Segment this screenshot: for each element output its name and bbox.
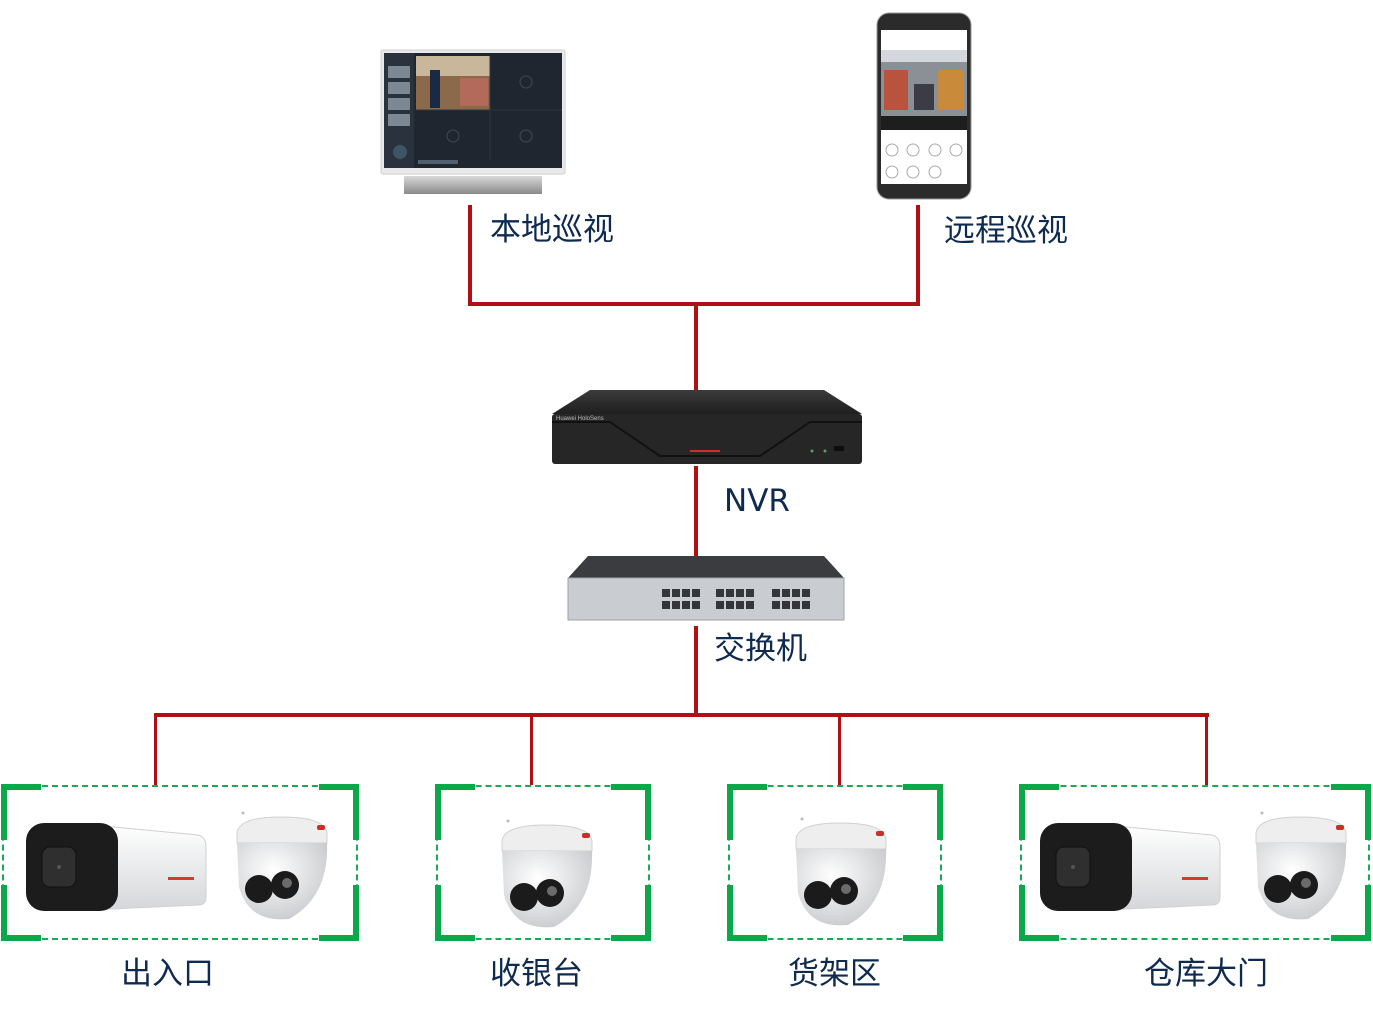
zone-label-warehouse-gate: 仓库大门	[1144, 956, 1268, 992]
wire-switch-down	[694, 626, 698, 716]
wire-bus-to-nvr	[694, 302, 698, 390]
zone-corner	[903, 885, 943, 941]
nvr-device: Huawei HoloSens	[550, 388, 864, 468]
zone-corner	[1019, 784, 1059, 840]
zone-corner	[727, 784, 767, 840]
wire-nvr-to-switch	[694, 466, 698, 558]
zone-corner	[319, 784, 359, 840]
zone-corner	[1331, 784, 1371, 840]
zone-corner	[727, 885, 767, 941]
monitor-icon	[380, 49, 566, 194]
wire-remote-view-down	[916, 205, 920, 305]
dome-camera-icon	[494, 815, 598, 933]
zone-corner	[1, 885, 41, 941]
nvr-icon: Huawei HoloSens	[552, 390, 862, 464]
zone-corner	[1019, 885, 1059, 941]
zone-corner	[1, 784, 41, 840]
dome-camera-icon	[788, 813, 892, 931]
switch-device	[566, 554, 846, 624]
wire-bottom-bus	[154, 713, 1209, 717]
bullet-camera-icon	[1036, 819, 1221, 915]
smartphone-icon	[876, 12, 972, 200]
zone-shelves	[727, 784, 943, 941]
wire-local-view-down	[468, 205, 472, 305]
wire-drop-zone-3	[1205, 713, 1208, 785]
nvr-label: NVR	[724, 483, 790, 519]
zone-corner	[1331, 885, 1371, 941]
bullet-camera-icon	[22, 819, 207, 915]
dome-camera-icon	[1248, 807, 1352, 925]
switch-label: 交换机	[714, 631, 807, 667]
zone-warehouse-gate	[1019, 784, 1371, 941]
local-view-label: 本地巡视	[490, 212, 614, 248]
wire-drop-zone-2	[838, 713, 841, 785]
zone-corner	[435, 885, 475, 941]
remote-view-label: 远程巡视	[944, 213, 1068, 249]
zone-corner	[435, 784, 475, 840]
zone-corner	[611, 784, 651, 840]
nvr-brand-text: Huawei HoloSens	[556, 416, 604, 422]
zone-label-entrance: 出入口	[121, 956, 214, 992]
zone-entrance	[1, 784, 359, 941]
zone-label-shelves: 货架区	[788, 956, 881, 992]
zone-checkout	[435, 784, 651, 941]
monitor-device	[380, 48, 566, 198]
dome-camera-icon	[229, 807, 333, 925]
wire-drop-zone-1	[530, 713, 533, 785]
wire-drop-zone-0	[154, 713, 157, 785]
switch-icon	[567, 556, 845, 621]
smartphone-device	[876, 12, 972, 200]
zone-corner	[319, 885, 359, 941]
zone-corner	[611, 885, 651, 941]
zone-label-checkout: 收银台	[490, 956, 583, 992]
zone-corner	[903, 784, 943, 840]
